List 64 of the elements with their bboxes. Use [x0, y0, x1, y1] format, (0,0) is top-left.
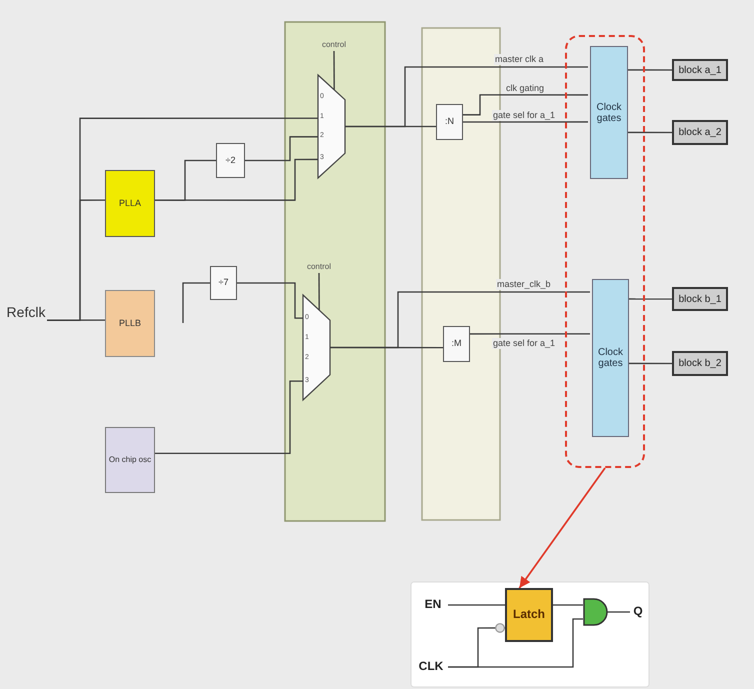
block-label: On chip osc [108, 456, 152, 464]
signal-name: gate sel for a_1 [492, 338, 556, 349]
clock-domain-block [672, 59, 728, 81]
block-label: ÷2 [226, 156, 236, 166]
connector-line [47, 118, 318, 321]
block-label: block b_1 [678, 294, 722, 304]
connector-line [155, 380, 303, 454]
connector-line [463, 94, 588, 116]
connector-line [627, 362, 672, 364]
block-label: ÷7 [218, 278, 228, 288]
dashed-group-outline [565, 35, 645, 468]
connector-line [607, 611, 630, 613]
block-label: Clock gates [596, 347, 624, 369]
signal-name: master_clk_b [496, 279, 552, 290]
connector-line [155, 158, 318, 201]
clock-domain-block [672, 120, 728, 145]
signal-label: Refclk [5, 304, 47, 322]
pll-block [105, 170, 155, 237]
clock-domain-block [672, 351, 728, 376]
connector-line [626, 69, 672, 71]
divider-block [216, 143, 245, 178]
and-gate-symbol [583, 598, 607, 626]
multiplexer-symbol [303, 295, 330, 400]
connector-line [333, 51, 335, 90]
signal-name: gate sel for a_1 [492, 110, 556, 121]
multiplexer-symbol [318, 75, 345, 178]
connector-line [626, 132, 672, 134]
connector-line [553, 604, 583, 606]
block-label: Clock gates [595, 102, 622, 124]
signal-label: EN [418, 597, 448, 613]
signal-name: clk gating [505, 83, 546, 94]
signal-label: CLK [414, 659, 448, 675]
block-label: PLLA [118, 198, 142, 208]
pll-block [105, 290, 155, 357]
clock-gate-block [592, 279, 629, 437]
latch-block [505, 588, 553, 642]
block-label: block a_2 [678, 127, 722, 138]
divider-block [443, 326, 470, 362]
connector-line [463, 121, 588, 123]
block-label: :M [452, 339, 462, 349]
oscillator-block [105, 427, 155, 493]
block-label: block b_2 [678, 358, 722, 369]
connector-line [470, 333, 590, 335]
connector-line [245, 136, 318, 162]
block-label: block a_1 [678, 64, 722, 76]
connector-line [318, 273, 320, 310]
control-label: control [302, 262, 336, 273]
block-label: :N [445, 117, 454, 127]
clock-domain-block [672, 287, 728, 311]
signal-name: master clk a [494, 54, 545, 65]
divider-block [436, 104, 463, 140]
block-label: PLLB [118, 318, 142, 328]
control-label: control [317, 40, 351, 51]
connector-line [330, 291, 590, 348]
connector-line [448, 604, 505, 606]
connector-line [237, 282, 303, 319]
connector-line [182, 282, 210, 323]
clock-gate-block [590, 46, 628, 179]
block-label: Latch [512, 608, 545, 622]
arrow [518, 467, 606, 589]
connector-line [627, 298, 672, 300]
signal-label: Q [630, 603, 646, 621]
connector-line [345, 66, 588, 128]
divider-block [210, 266, 237, 300]
